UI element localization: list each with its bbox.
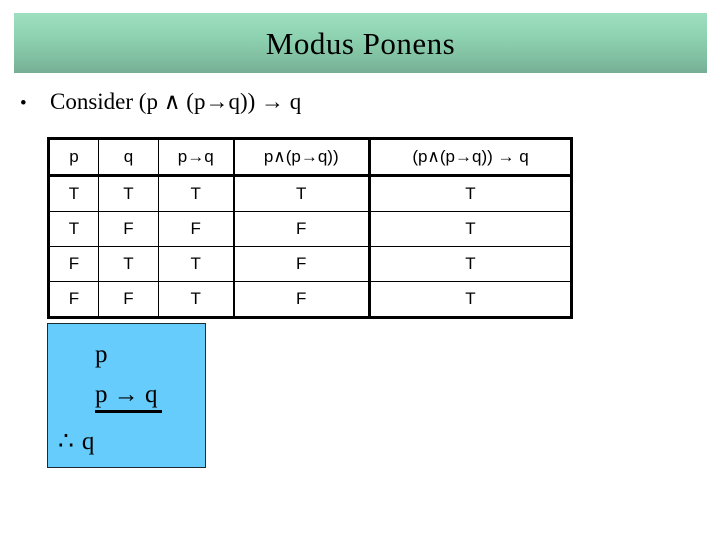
table-header-cell-q: q — [98, 137, 159, 177]
bullet-marker-icon: • — [20, 93, 27, 114]
table-cell: T — [368, 281, 573, 319]
table-cell: T — [47, 175, 99, 212]
table-cell: T — [368, 246, 573, 282]
table-cell: F — [98, 211, 159, 247]
inference-rule-box: p p → q ∴q — [47, 323, 206, 468]
table-cell: F — [158, 211, 234, 247]
table-cell: T — [98, 175, 159, 212]
table-cell: T — [158, 281, 234, 319]
table-cell: F — [232, 246, 370, 282]
truth-table: p q p→q p∧(p→q)) (p∧(p→q)) → q T T T T T… — [47, 137, 573, 319]
inference-premise-2: p → q — [95, 382, 162, 413]
table-row: T T T T T — [47, 175, 573, 212]
bullet-text: Consider (p ∧ (p→q)) → q — [50, 89, 302, 114]
bullet-line: • Consider (p ∧ (p→q)) → q — [20, 90, 301, 113]
title-banner: Modus Ponens — [14, 13, 707, 73]
table-header-cell-full-formula: (p∧(p→q)) → q — [368, 137, 573, 177]
table-cell: T — [368, 175, 573, 212]
table-cell: T — [158, 175, 234, 212]
inference-premise-1: p — [95, 341, 108, 368]
inference-conclusion: ∴q — [58, 429, 94, 454]
table-cell: T — [232, 175, 370, 212]
table-header-cell-conjunction: p∧(p→q)) — [232, 137, 370, 177]
table-header-cell-implication: p→q — [158, 137, 234, 177]
page-title: Modus Ponens — [265, 25, 456, 61]
table-row: T F F F T — [47, 211, 573, 247]
table-cell: F — [232, 281, 370, 319]
table-cell: F — [47, 246, 99, 282]
inference-conclusion-text: q — [81, 428, 95, 455]
table-row: F F T F T — [47, 281, 573, 319]
table-cell: T — [47, 211, 99, 247]
table-cell: T — [158, 246, 234, 282]
table-cell: F — [232, 211, 370, 247]
table-header-row: p q p→q p∧(p→q)) (p∧(p→q)) → q — [47, 137, 573, 177]
table-cell: F — [47, 281, 99, 319]
table-cell: T — [98, 246, 159, 282]
therefore-icon: ∴ — [58, 428, 74, 455]
table-header-cell-p: p — [47, 137, 99, 177]
table-cell: F — [98, 281, 159, 319]
table-cell: T — [368, 211, 573, 247]
table-row: F T T F T — [47, 246, 573, 282]
